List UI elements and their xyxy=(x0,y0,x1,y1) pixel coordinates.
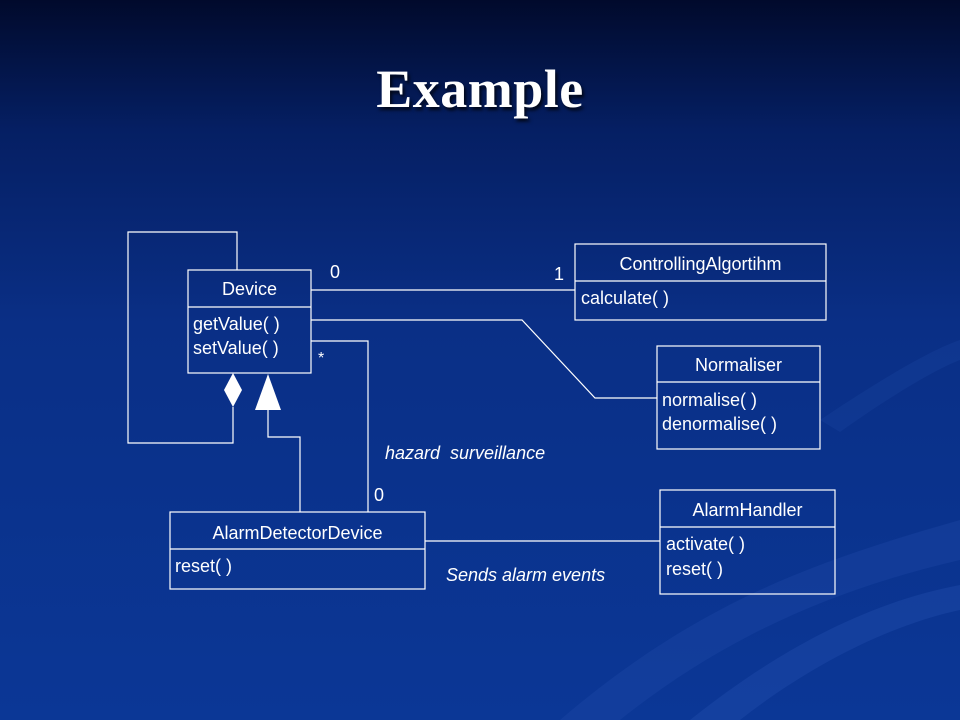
alarm-handler-method-reset: reset( ) xyxy=(666,559,723,579)
slide-title: Example xyxy=(376,59,584,119)
alarm-detector-method-reset: reset( ) xyxy=(175,556,232,576)
aggregation-diamond xyxy=(224,373,242,407)
normaliser-method-normalise: normalise( ) xyxy=(662,390,757,410)
device-normaliser-association xyxy=(311,319,657,399)
class-alarm-handler: AlarmHandler activate( ) reset( ) xyxy=(659,489,836,595)
inheritance-line xyxy=(267,410,301,512)
alarm-detector-class-name: AlarmDetectorDevice xyxy=(212,523,382,543)
association-label-surveillance: hazard surveillance xyxy=(385,443,545,463)
device-self-aggregation-line xyxy=(127,231,238,444)
alarm-handler-method-activate: activate( ) xyxy=(666,534,745,554)
device-class-name: Device xyxy=(222,279,277,299)
normaliser-method-denormalise: denormalise( ) xyxy=(662,414,777,434)
device-method-setvalue: setValue( ) xyxy=(193,338,279,358)
association-label-alarm-events: Sends alarm events xyxy=(446,565,605,585)
class-device: Device getValue( ) setValue( ) xyxy=(187,269,312,374)
controlling-class-name: ControllingAlgortihm xyxy=(619,254,781,274)
controlling-method-calculate: calculate( ) xyxy=(581,288,669,308)
device-method-getvalue: getValue( ) xyxy=(193,314,280,334)
multiplicity-device-controlling-device-end: 0 xyxy=(330,262,340,282)
normaliser-class-name: Normaliser xyxy=(695,355,782,375)
class-controlling-algortihm: ControllingAlgortihm calculate( ) xyxy=(574,243,827,321)
multiplicity-device-controlling-controlling-end: 1 xyxy=(554,264,564,284)
class-alarm-detector-device: AlarmDetectorDevice reset( ) xyxy=(169,511,426,590)
class-normaliser: Normaliser normalise( ) denormalise( ) xyxy=(656,345,821,450)
alarm-handler-class-name: AlarmHandler xyxy=(692,500,802,520)
multiplicity-surveillance-detector-end: 0 xyxy=(374,485,384,505)
generalization-triangle xyxy=(255,374,281,410)
surveillance-association xyxy=(311,340,369,512)
multiplicity-surveillance-device-end: * xyxy=(318,350,324,367)
